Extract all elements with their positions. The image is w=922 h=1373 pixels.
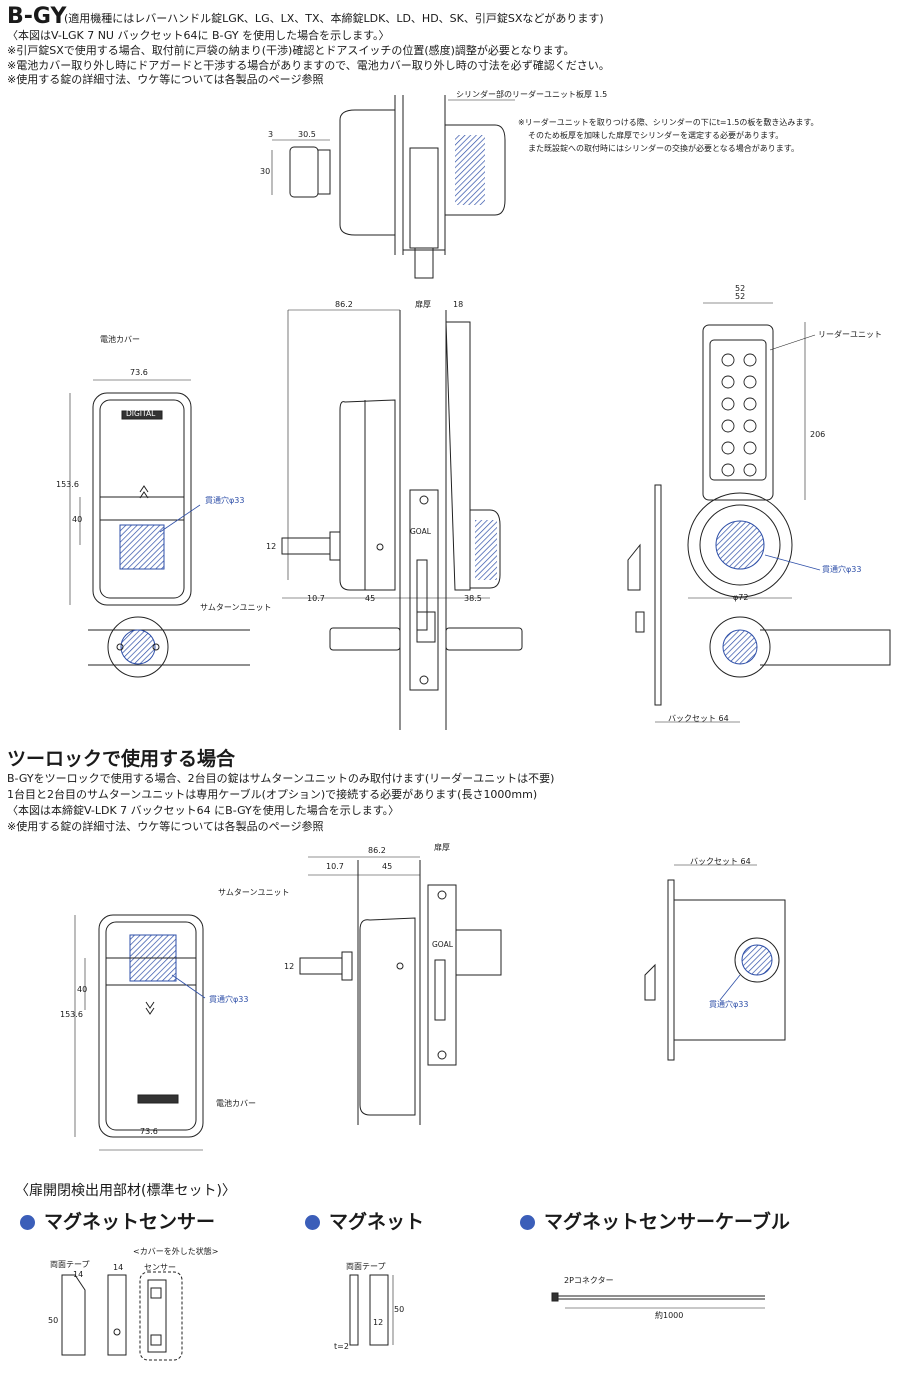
backset-label: バックセット 64 [668,714,729,723]
magnet-sensor-drawing [61,1271,183,1361]
battery-cover-label: 電池カバー [100,335,140,344]
cable-length: 約1000 [655,1311,684,1320]
connector-label: 2Pコネクター [564,1276,614,1285]
magnet-dim-12: 12 [373,1318,384,1327]
bullet-icon [520,1215,535,1230]
dim-86-2: 86.2 [335,300,353,309]
dim-40: 40 [72,515,83,524]
dim-38-5: 38.5 [464,594,482,603]
top-note-1: ※リーダーユニットを取りつける際、シリンダーの下にt=1.5の板を敷き込みます。 [518,118,819,127]
s2-hole-label: 貫通穴φ33 [209,995,249,1004]
two-lock-front-drawing [74,914,206,1151]
section3-title: 〈扉開閉検出用部材(標準セット)〉 [15,1183,236,1199]
dim-30-5: 30.5 [298,130,316,139]
s2-lock-label: GOAL [432,940,453,949]
section2-line-3: 〈本図は本締錠V-LDK 7 バックセット64 にB-GYを使用した場合を示しま… [7,804,400,817]
s2-dim-height: 153.6 [60,1010,83,1019]
two-lock-right-drawing [644,864,786,1061]
front-view-drawing [69,379,250,678]
sensor-label: センサー [144,1263,176,1272]
s2-dim-86-2: 86.2 [368,846,386,855]
dim-height: 153.6 [56,480,79,489]
dim-72: φ72 [733,593,749,602]
header-line-4: ※使用する錠の詳細寸法、ウケ等については各製品のページ参照 [7,73,324,86]
magnet-dim-50: 50 [394,1305,405,1314]
header-line-3: ※電池カバー取り外し時にドアガードと干渉する場合がありますので、電池カバー取り外… [7,59,610,72]
magnet-drawing [349,1274,394,1346]
magnet-tape-label: 両面テープ [346,1262,386,1271]
sensor-tape-label: 両面テープ [50,1260,90,1269]
cover-removed-label: <カバーを外した状態> [133,1247,219,1256]
s2-dim-width: 73.6 [140,1127,158,1136]
header-line-1: 〈本図はV-LGK 7 NU バックセット64に B-GY を使用した場合を示し… [7,29,390,42]
dim-206: 206 [810,430,826,439]
dim-52b: 52 [735,292,746,301]
cable-heading: マグネットセンサーケーブル [544,1211,790,1233]
section2-line-4: ※使用する錠の詳細寸法、ウケ等については各製品のページ参照 [7,820,324,833]
dim-52a: 52 [735,284,746,293]
hole-label: 貫通穴φ33 [205,496,245,505]
s2-thumbturn-label: サムターンユニット [218,888,290,897]
sensor-dim-14b: 14 [113,1263,124,1272]
s2-dim-40: 40 [77,985,88,994]
s2-dim-10-7: 10.7 [326,862,344,871]
sensor-dim-50: 50 [48,1316,59,1325]
reader-view-drawing [627,302,891,723]
two-lock-side-drawing [299,856,502,1125]
header-line-2: ※引戸錠SXで使用する場合、取付前に戸袋の納まり(干渉)確認とドアスイッチの位置… [7,44,575,57]
bullet-icon [305,1215,320,1230]
s2-door-thickness: 扉厚 [434,843,450,852]
top-note-2: そのため板厚を加味した扉厚でシリンダーを選定する必要があります。 [528,131,784,140]
dim-3: 3 [268,130,274,139]
s2-dim-45: 45 [382,862,393,871]
section2-title: ツーロックで使用する場合 [7,748,236,770]
reader-hole-label: 貫通穴φ33 [822,565,862,574]
dim-10-7: 10.7 [307,594,325,603]
dim-18: 18 [453,300,464,309]
magnet-heading: マグネット [329,1211,425,1233]
magnet-t2: t=2 [334,1342,349,1351]
model-note: (適用機種にはレバーハンドル錠LGK、LG、LX、TX、本締錠LDK、LD、HD… [64,12,604,25]
section2-line-1: B-GYをツーロックで使用する場合、2台目の錠はサムターンユニットのみ取付けます… [7,772,555,785]
bullet-icon [20,1215,35,1230]
s2-dim-12: 12 [284,962,295,971]
reader-plate-label: シリンダー部のリーダーユニット板厚 1.5 [456,90,608,99]
dim-45: 45 [365,594,376,603]
s2-hole2-label: 貫通穴φ33 [709,1000,749,1009]
side-view-drawing [281,309,523,730]
dim-width: 73.6 [130,368,148,377]
model-title: B-GY [7,4,67,29]
sensor-dim-14a: 14 [73,1270,84,1279]
dim-30: 30 [260,167,271,176]
dim-12: 12 [266,542,277,551]
lock-label: GOAL [410,527,431,536]
s2-battery-cover-label: 電池カバー [216,1099,256,1108]
s2-backset: バックセット 64 [690,857,751,866]
top-note-3: また既設錠への取付時にはシリンダーの交換が必要となる場合があります。 [528,144,799,153]
reader-unit-label: リーダーユニット [818,330,882,339]
sensor-cable-drawing [551,1292,765,1309]
door-thickness-label: 扉厚 [415,300,431,309]
thumbturn-label: サムターンユニット [200,603,272,612]
section2-line-2: 1台目と2台目のサムターンユニットは専用ケーブル(オプション)で接続する必要があ… [7,788,538,801]
front-logo: DIGITAL [126,409,156,418]
sensor-heading: マグネットセンサー [44,1211,216,1233]
top-view-drawing [271,95,515,279]
